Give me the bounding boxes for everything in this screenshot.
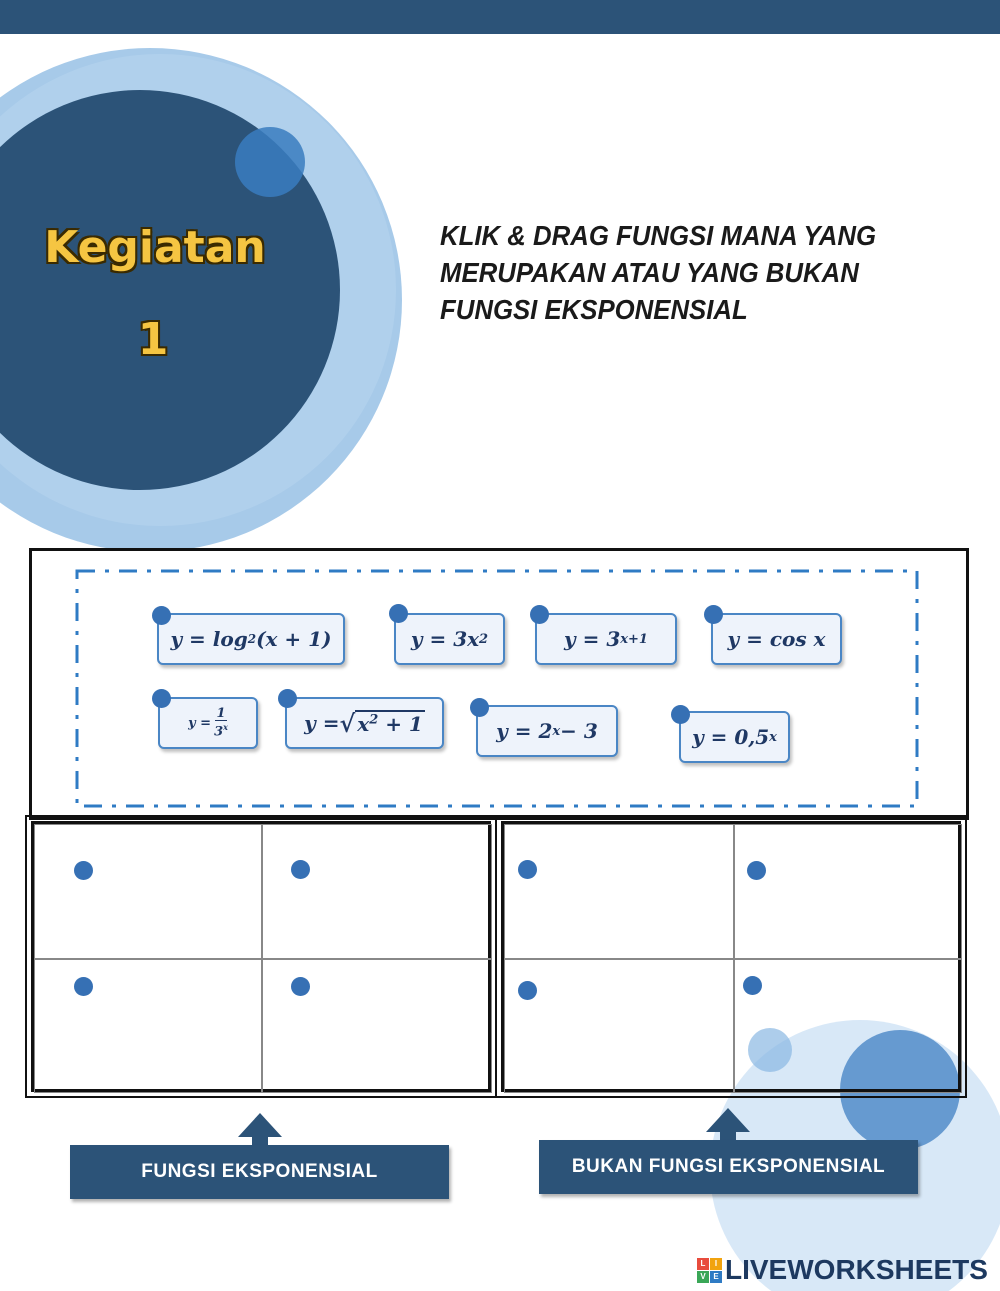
card-handle-dot[interactable] <box>389 604 408 623</box>
drop-target-dot[interactable] <box>743 976 762 995</box>
drop-cell[interactable] <box>262 959 492 1093</box>
label-exponential: FUNGSI EKSPONENSIAL <box>70 1145 449 1199</box>
brand-icon: L I V E <box>697 1257 722 1283</box>
card-cosx[interactable]: y = cos x <box>711 613 842 665</box>
card-handle-dot[interactable] <box>152 606 171 625</box>
source-drag-area <box>29 548 969 820</box>
card-handle-dot[interactable] <box>671 705 690 724</box>
instruction-text: KLIK & DRAG FUNGSI MANA YANG MERUPAKAN A… <box>440 217 900 328</box>
drop-cell[interactable] <box>34 959 262 1093</box>
drop-zone-exponential <box>25 815 497 1098</box>
brand-letter: L <box>697 1257 709 1270</box>
label-not-exponential: BUKAN FUNGSI EKSPONENSIAL <box>539 1140 918 1194</box>
card-handle-dot[interactable] <box>152 689 171 708</box>
top-banner <box>0 0 1000 34</box>
arrow-stem <box>252 1137 268 1145</box>
drop-target-dot[interactable] <box>291 977 310 996</box>
drop-cell[interactable] <box>34 824 262 959</box>
drop-cell[interactable] <box>734 824 962 959</box>
drop-cell[interactable] <box>734 959 962 1093</box>
brand-letter: E <box>710 1270 722 1283</box>
instruction-line: KLIK & DRAG FUNGSI MANA YANG <box>440 220 877 251</box>
drop-target-dot[interactable] <box>74 861 93 880</box>
card-handle-dot[interactable] <box>704 605 723 624</box>
activity-title: Kegiatan <box>44 222 266 273</box>
brand-letter: I <box>710 1257 722 1270</box>
dashed-frame <box>75 569 919 808</box>
drop-cell[interactable] <box>262 824 492 959</box>
brand-letter: V <box>697 1270 709 1283</box>
drop-zone-not-exponential <box>495 815 967 1098</box>
arrow-up-icon <box>706 1108 750 1132</box>
card-sqrt[interactable]: y = √x2 + 1 <box>285 697 444 749</box>
brand-name: LIVEWORKSHEETS <box>725 1254 988 1285</box>
instruction-line: FUNGSI EKSPONENSIAL <box>440 294 748 325</box>
arrow-up-icon <box>238 1113 282 1137</box>
drop-target-dot[interactable] <box>74 977 93 996</box>
drop-cell[interactable] <box>504 959 734 1093</box>
card-handle-dot[interactable] <box>470 698 489 717</box>
drop-target-dot[interactable] <box>747 861 766 880</box>
drop-target-dot[interactable] <box>518 860 537 879</box>
drop-target-dot[interactable] <box>291 860 310 879</box>
instruction-line: MERUPAKAN ATAU YANG BUKAN <box>440 257 859 288</box>
card-handle-dot[interactable] <box>278 689 297 708</box>
drop-target-dot[interactable] <box>518 981 537 1000</box>
liveworksheets-logo: L I V E LIVEWORKSHEETS <box>697 1254 988 1286</box>
drop-zone-frame <box>501 821 962 1093</box>
drop-zone-frame <box>31 821 492 1093</box>
activity-number: 1 <box>137 314 169 365</box>
card-handle-dot[interactable] <box>530 605 549 624</box>
drop-cell[interactable] <box>504 824 734 959</box>
arrow-stem <box>720 1132 736 1140</box>
